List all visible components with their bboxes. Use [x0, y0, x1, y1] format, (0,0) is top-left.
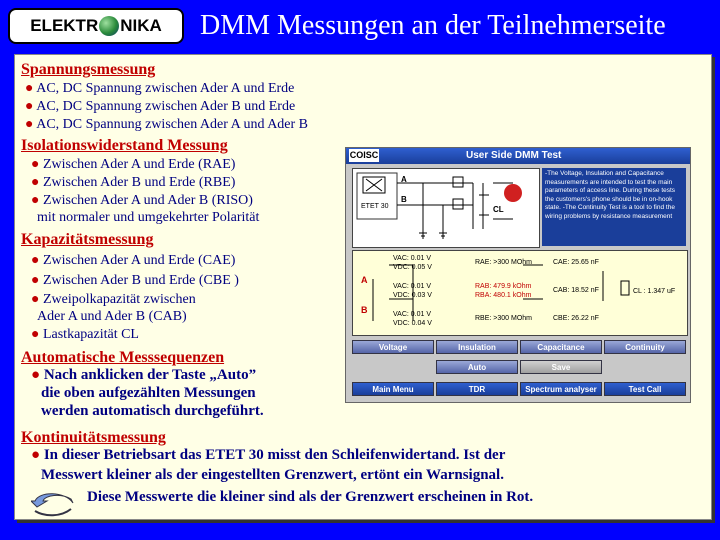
phone-icon	[504, 184, 522, 202]
list-item: ● Nach anklicken der Taste „Auto”	[31, 367, 257, 383]
continuity-button[interactable]: Continuity	[604, 340, 686, 354]
etet-label: ETET 30	[361, 203, 389, 210]
label-b: B	[401, 195, 407, 204]
cbe: CBE: 26.22 nF	[553, 315, 599, 322]
list-item-cont: Ader A und Ader B (CAB)	[37, 309, 187, 324]
screen-title-bar: COISC User Side DMM Test	[346, 148, 690, 164]
back-arrow-icon[interactable]	[31, 493, 75, 517]
list-item: ● Zwischen Ader A und Erde (RAE)	[31, 157, 236, 172]
voltage-button[interactable]: Voltage	[352, 340, 434, 354]
list-item-cont: mit normaler und umgekehrter Polarität	[37, 210, 260, 225]
screen-tag: COISC	[349, 149, 379, 162]
screen-title: User Side DMM Test	[466, 150, 562, 161]
wiring-diagram: ETET 30 A B CL	[352, 168, 540, 248]
vac-b: VAC: 0.01 V	[393, 311, 432, 318]
elektronika-logo: ELEKTR NIKA	[8, 8, 184, 44]
list-item: ● Zwischen Ader B und Erde (RBE)	[31, 175, 236, 190]
list-item: ● Zwischen Ader A und Erde (CAE)	[31, 253, 236, 268]
vdc-ab: VDC: 0.03 V	[393, 292, 432, 299]
tdr-button[interactable]: TDR	[436, 382, 518, 396]
list-item-cont: Diese Messwerte die kleiner sind als der…	[87, 489, 534, 505]
vac-ab: VAC: 0.01 V	[393, 283, 432, 290]
vdc-b: VDC: 0.04 V	[393, 320, 432, 327]
cl-value: CL : 1.347 uF	[633, 288, 676, 295]
vdc-a: VDC: 0.05 V	[393, 264, 432, 271]
wiring-diagram-svg	[356, 172, 522, 239]
page-title: DMM Messungen an der Teilnehmerseite	[200, 10, 666, 41]
rbe: RBE: >300 MOhm	[475, 315, 532, 322]
cab: CAB: 18.52 nF	[553, 287, 599, 294]
nav-button-row: Main Menu TDR Spectrum analyser Test Cal…	[352, 382, 686, 398]
vac-a: VAC: 0.01 V	[393, 255, 432, 262]
rba: RBA: 480.1 kOhm	[475, 292, 532, 299]
info-text: -The Voltage, Insulation and Capacitance…	[542, 168, 686, 246]
heading-continuity: Kontinuitätsmessung	[21, 429, 166, 446]
list-item: ● AC, DC Spannung zwischen Ader B und Er…	[25, 99, 296, 114]
list-item: ● In dieser Betriebsart das ETET 30 miss…	[31, 447, 506, 463]
heading-capacitance: Kapazitätsmessung	[21, 231, 154, 248]
auto-button[interactable]: Auto	[436, 360, 518, 374]
list-item: ● Zwischen Ader B und Erde (CBE )	[31, 273, 239, 288]
list-item-cont: die oben aufgezählten Messungen	[41, 385, 256, 401]
list-item-cont: werden automatisch durchgeführt.	[41, 403, 264, 419]
row-label-b: B	[361, 305, 368, 315]
logo-text-left: ELEKTR	[30, 16, 99, 35]
heading-auto: Automatische Messsequenzen	[21, 349, 225, 366]
row-label-a: A	[361, 275, 368, 285]
measurement-wiring	[372, 264, 630, 321]
mode-button-row: Voltage Insulation Capacitance Continuit…	[352, 340, 686, 356]
action-button-row: Auto Save	[352, 360, 686, 376]
content-panel: Spannungsmessung ● AC, DC Spannung zwisc…	[14, 54, 712, 520]
list-item: ● Lastkapazität CL	[31, 327, 139, 342]
list-item: ● Zwischen Ader A und Ader B (RISO)	[31, 193, 253, 208]
rae: RAE: >300 MOhm	[475, 259, 532, 266]
insulation-button[interactable]: Insulation	[436, 340, 518, 354]
dmm-screen: COISC User Side DMM Test ETET 30 A B CL …	[345, 147, 691, 403]
heading-insulation: Isolationswiderstand Messung	[21, 137, 228, 154]
list-item-cont: Messwert kleiner als der eingestellten G…	[41, 467, 504, 483]
label-cl: CL	[493, 205, 504, 214]
list-item: ● Zweipolkapazität zwischen	[31, 292, 196, 307]
label-a: A	[401, 175, 407, 184]
test-call-button[interactable]: Test Call	[604, 382, 686, 396]
list-item: ● AC, DC Spannung zwischen Ader A und Er…	[25, 81, 295, 96]
capacitance-button[interactable]: Capacitance	[520, 340, 602, 354]
main-menu-button[interactable]: Main Menu	[352, 382, 434, 396]
list-item: ● AC, DC Spannung zwischen Ader A und Ad…	[25, 117, 309, 132]
save-button[interactable]: Save	[520, 360, 602, 374]
cae: CAE: 25.65 nF	[553, 259, 599, 266]
logo-text-right: NIKA	[120, 16, 162, 35]
rab: RAB: 479.9 kOhm	[475, 283, 532, 290]
measurement-panel: A B VAC: 0.01 V VDC: 0.05 V RAE: >300 MO…	[352, 250, 688, 336]
heading-voltage: Spannungsmessung	[21, 61, 156, 78]
globe-icon	[99, 16, 120, 36]
spectrum-analyser-button[interactable]: Spectrum analyser	[520, 382, 602, 396]
